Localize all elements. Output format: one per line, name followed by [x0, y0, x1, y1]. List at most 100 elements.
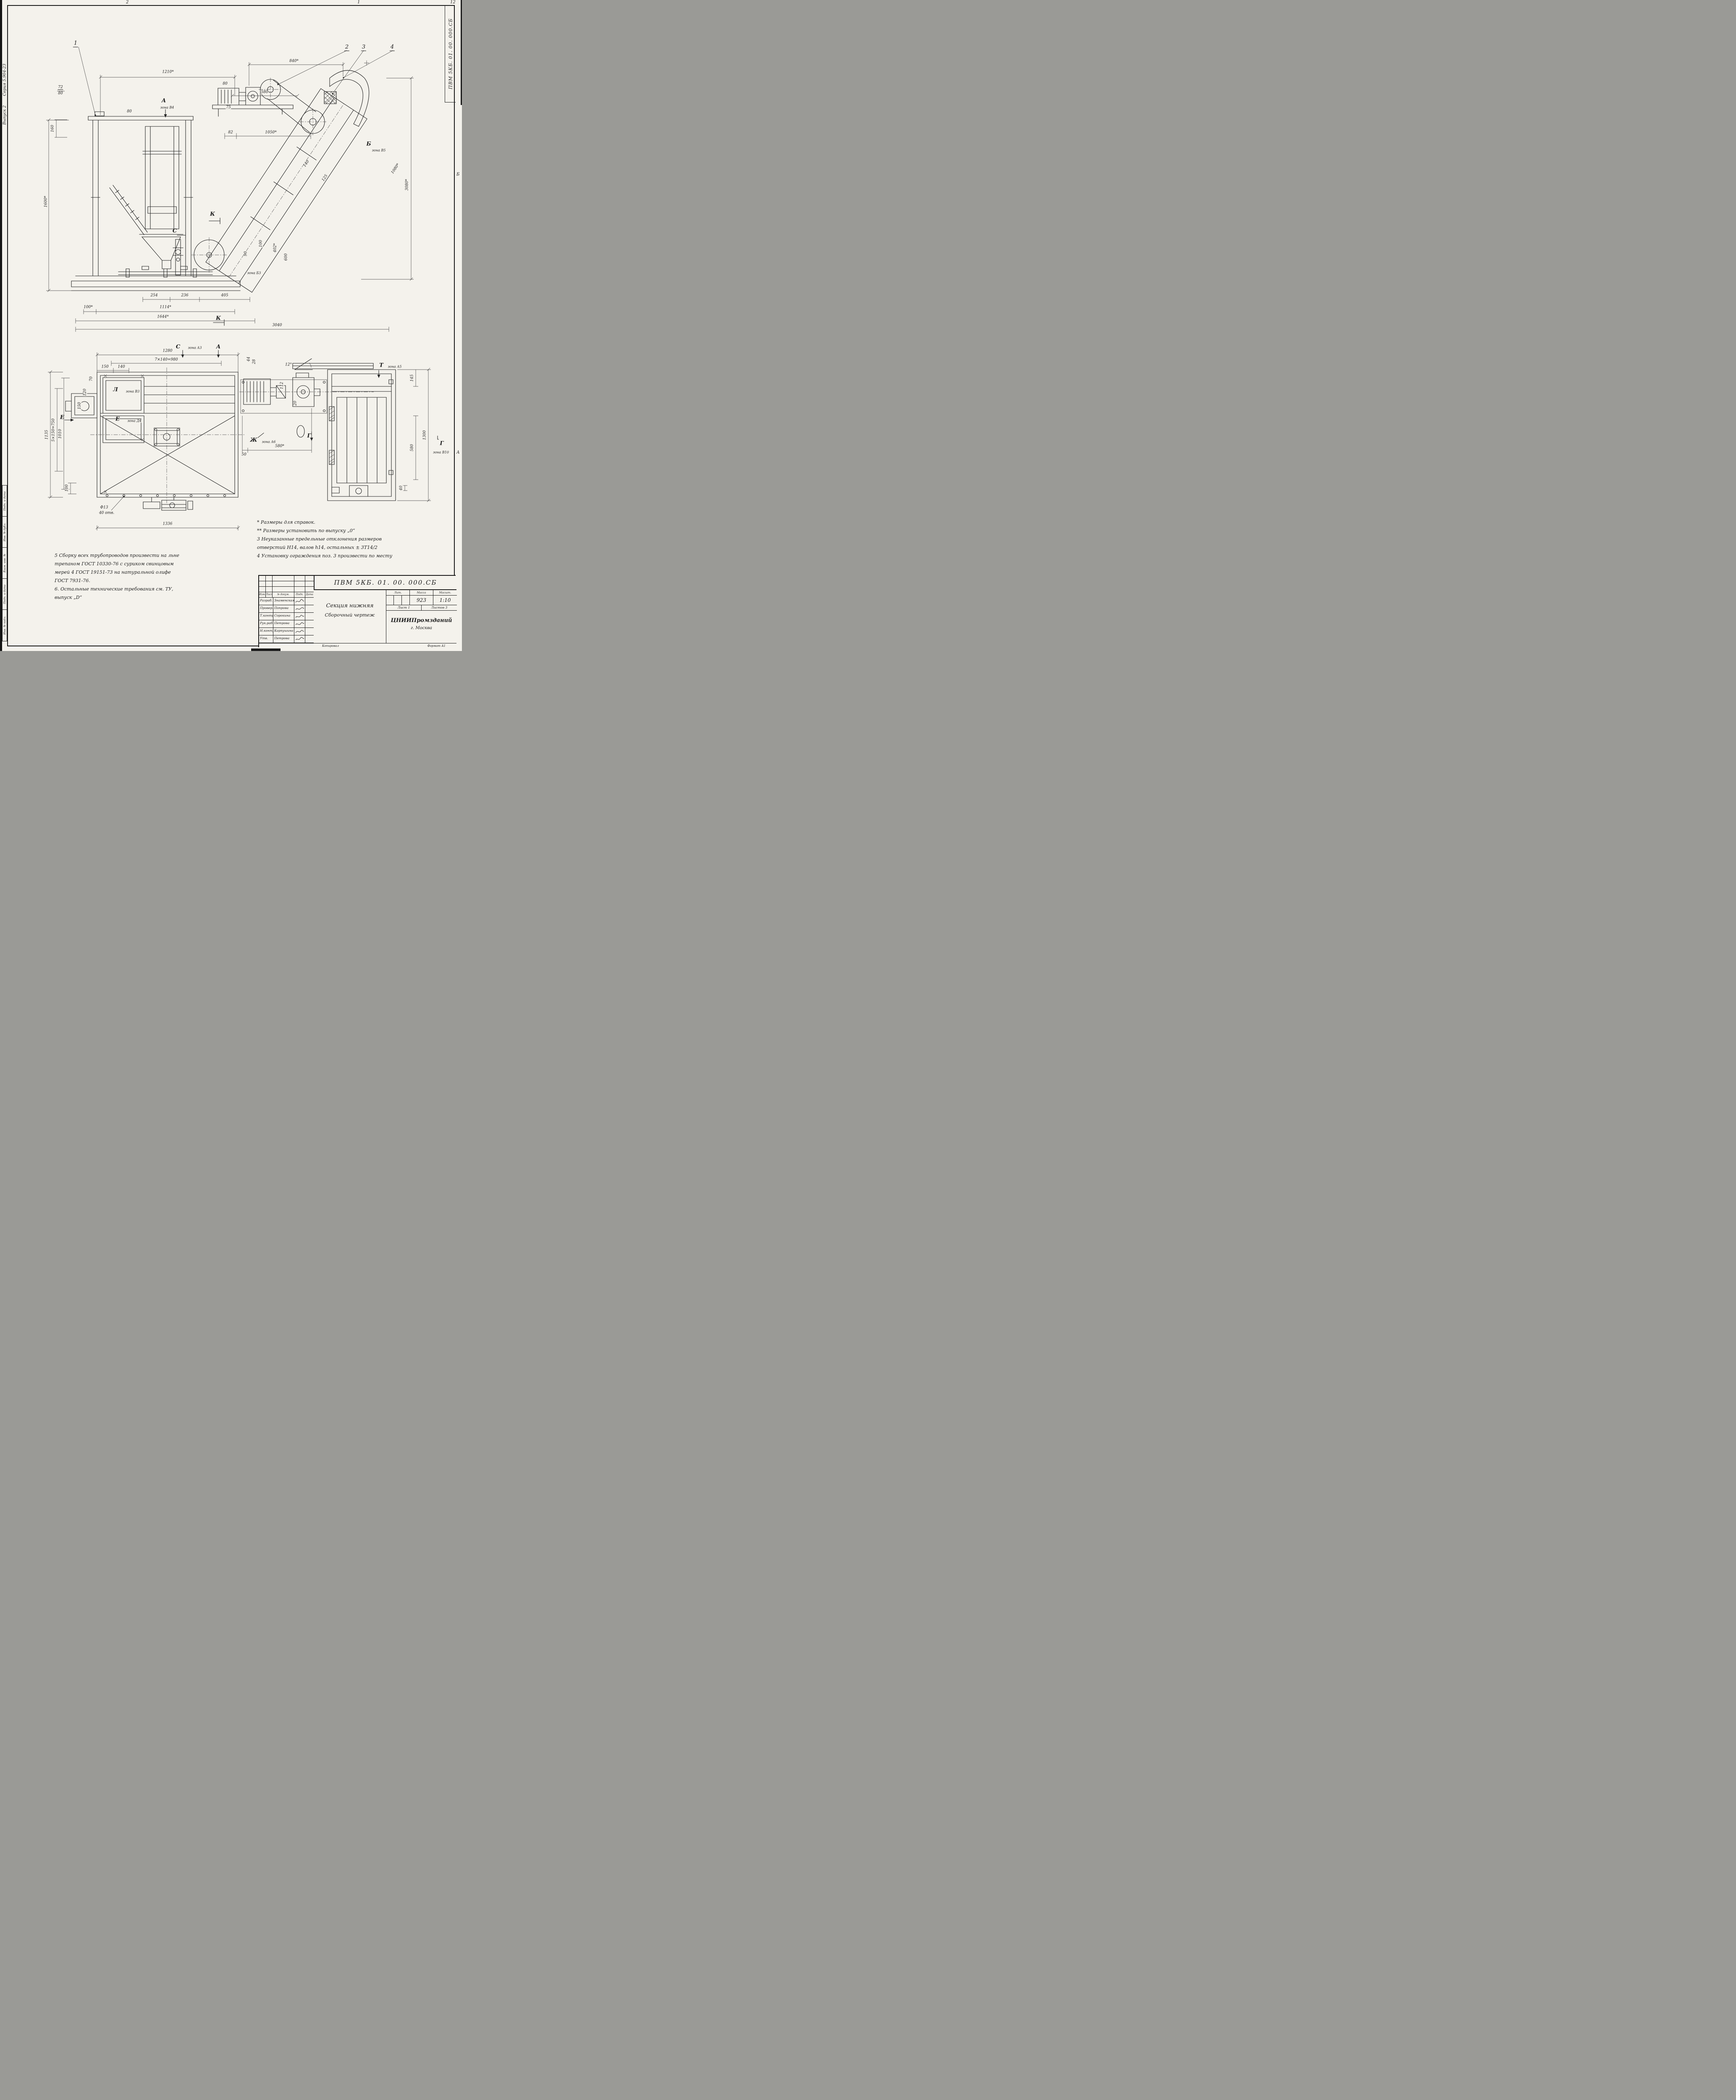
dimension-label: 75 — [226, 105, 231, 110]
view-zone-label: К — [216, 315, 221, 322]
scan-edge-bottom — [251, 648, 281, 651]
dimension-label: 100 — [65, 484, 69, 492]
margin-cell-label: Инв. № подл. — [3, 616, 6, 635]
dimension-label: 40 отв. — [98, 511, 115, 515]
lit-cells — [386, 596, 410, 605]
view-zone-label: зона В4 — [160, 105, 175, 110]
dimension-label: 80 — [222, 81, 228, 86]
view-zone-label: зона А6 — [261, 440, 276, 444]
signature-role: Утв. — [259, 635, 273, 643]
dimension-label: Ф13 — [100, 505, 109, 510]
view-zone-label: Г — [307, 433, 311, 439]
title-block-bottom-strip: Копировал Формат А1 — [259, 643, 456, 648]
bin — [109, 126, 182, 235]
margin-cell: Инв. № дубл. — [3, 517, 7, 548]
dimension-label: 600 — [284, 253, 288, 261]
signature-role: Разраб. — [259, 598, 273, 605]
dimension-label: 90 — [244, 251, 248, 257]
signature-role: Н.контр. — [259, 628, 273, 635]
drawing-title-line2: Сборочный чертеж — [325, 612, 375, 618]
dimension-label: 1300 — [422, 430, 427, 441]
lit-header: Лит. — [386, 590, 410, 596]
view-zone-label: Е — [60, 414, 64, 421]
dimension-label: 40 — [399, 485, 404, 491]
signature-date — [305, 613, 314, 620]
title-block-doc-number: ПВМ 5КБ. 01. 00. 000.СБ — [314, 576, 456, 590]
scale-header: Масшт. — [433, 590, 457, 596]
signature-row: Т.контр. Сорокина — [259, 613, 314, 620]
dimension-label: 150 — [77, 402, 82, 410]
signature-row: Н.контр. Карпушина — [259, 628, 314, 635]
signature-name: Знаменская — [273, 598, 294, 605]
view-zone-label: Т — [379, 362, 383, 369]
view-zone-label: Г — [440, 440, 444, 447]
plan-housing — [65, 372, 239, 511]
note-line: отверстий Н14, валов h14, остальных ± 3Т… — [257, 544, 378, 550]
dimension-label: 580 — [410, 444, 414, 452]
view-zone-label: С — [172, 228, 177, 234]
signature-name: Сорокина — [273, 613, 294, 620]
note-line: ГОСТ 7931-76. — [55, 578, 90, 583]
dimension-label: 7×140=980 — [154, 357, 178, 362]
view-zone-label: А — [216, 344, 221, 350]
view-zone-label: А — [161, 97, 166, 104]
dimension-label: 1644* — [157, 315, 169, 319]
meta-value-row: 923 1:10 — [386, 596, 457, 605]
view-zone-label: зона А3 — [187, 346, 202, 350]
dimension-label: 145 — [410, 374, 414, 382]
title-block-meta: Лит. Масса Масшт. 923 1:10 Лист 1 Листов… — [386, 590, 457, 643]
inclined-conveyor — [205, 88, 367, 293]
frame-zone-right: А — [456, 450, 460, 455]
tb-header-cell: Подп. — [294, 592, 305, 598]
signature-date — [305, 635, 314, 643]
dimension-label: 140 — [117, 365, 126, 369]
doc-number-text: ПВМ 5КБ. 01. 00. 000.СБ — [334, 579, 437, 586]
dimension-label: 1080* — [390, 163, 401, 175]
callout-number: 3 — [361, 44, 367, 51]
view-zone-label: зона Д4 — [127, 419, 142, 423]
belt-guard-curve — [329, 70, 370, 127]
title-block-signature-table: Изм. Лист № докум. Подп. Дата Разраб. Зн… — [259, 576, 314, 643]
view-zone-label: зона В5 — [371, 148, 386, 152]
dimension-label: 580 — [260, 90, 269, 94]
dimension-label: 80 — [126, 109, 132, 114]
dimension-label: 1114* — [159, 305, 172, 310]
dimension-label: 405 — [220, 293, 229, 298]
signature-role: Провер. — [259, 605, 273, 613]
signature-role: Рук.раб. — [259, 620, 273, 628]
dimension-label: 402* — [273, 243, 278, 253]
note-line: 6. Остальные технические требования см. … — [55, 586, 173, 592]
signature-mark — [294, 635, 305, 643]
dimension-label: 80 — [58, 91, 63, 96]
technical-notes-left: 5 Сборку всех трубопроводов произвести н… — [55, 552, 248, 603]
dimension-label: 12° — [285, 362, 292, 367]
view-zone-label: Л — [113, 386, 118, 393]
signature-name: Попрова — [273, 605, 294, 613]
view-zone-label: Б — [366, 141, 371, 147]
dimension-label: 1336 — [162, 522, 173, 526]
margin-cell-label: Подп. и дата — [3, 491, 6, 511]
note-line: 5 Сборку всех трубопроводов произвести н… — [55, 553, 179, 558]
dimension-label: 3080* — [405, 178, 409, 191]
dimension-label: 125 — [321, 173, 329, 183]
dimension-lines — [46, 62, 414, 332]
mass-header: Масса — [410, 590, 433, 596]
tb-header-cell: Изм. — [259, 592, 266, 598]
signature-mark — [294, 613, 305, 620]
signature-row: Провер. Попрова — [259, 605, 314, 613]
drawing-title: Секция нижняя Сборочный чертеж — [314, 590, 386, 643]
organization: ЦНИИПромзданий г. Москва — [386, 611, 456, 643]
dimension-label: 1050* — [265, 130, 277, 135]
frame-zone-top: 12 — [450, 0, 456, 5]
change-table-row — [259, 576, 314, 581]
dimension-label: 5×150=750 — [51, 418, 56, 442]
margin-cell: Инв. № подл. — [3, 610, 7, 640]
change-table-row — [259, 581, 314, 587]
frame-zone-top: 2 — [126, 0, 129, 5]
sheets-total: Листов 3 — [422, 605, 457, 611]
dimension-label: 160 — [50, 124, 55, 133]
margin-cell: Подп. и дата — [3, 579, 7, 610]
note-line: трепаном ГОСТ 10330-76 с суриком свинцов… — [55, 561, 174, 567]
margin-stamp-cells: Подп. и дата Инв. № дубл. Взам. инв. № П… — [2, 485, 7, 641]
